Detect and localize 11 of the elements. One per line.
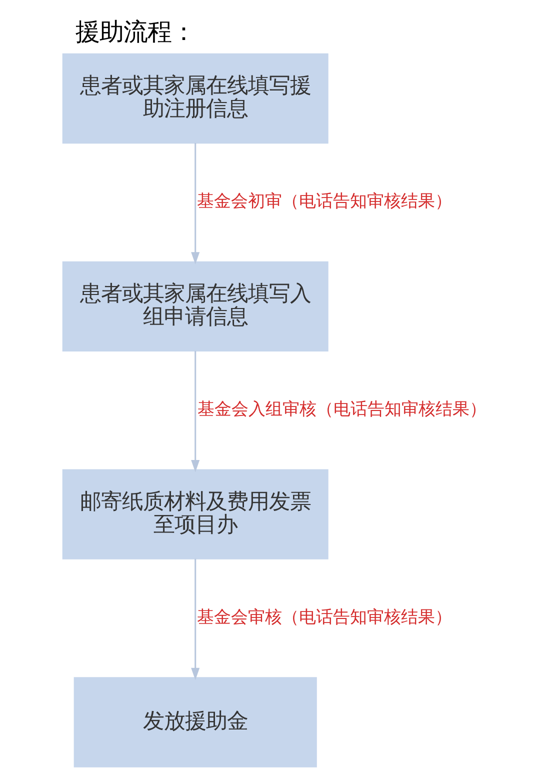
diagram-title: 援助流程： bbox=[76, 17, 196, 46]
node-box: 邮寄纸质材料及费用发票至项目办 bbox=[62, 469, 328, 560]
node-box: 患者或其家属在线填写入组申请信息 bbox=[62, 261, 328, 352]
edge-label: 基金会审核（电话告知审核结果） bbox=[197, 606, 452, 627]
arrow bbox=[191, 558, 200, 680]
edge-label: 基金会初审（电话告知审核结果） bbox=[197, 190, 452, 211]
arrow bbox=[191, 142, 200, 264]
node-box: 发放援助金 bbox=[74, 677, 317, 768]
arrow bbox=[191, 350, 200, 472]
edge-label: 基金会入组审核（电话告知审核结果） bbox=[198, 398, 487, 419]
node-box: 患者或其家属在线填写援助注册信息 bbox=[62, 53, 328, 144]
